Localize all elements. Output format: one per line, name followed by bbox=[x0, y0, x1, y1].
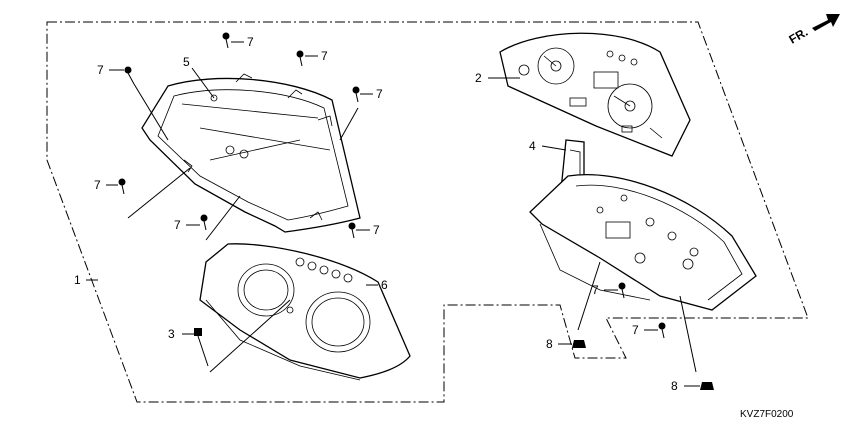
callout-7-b: 7 bbox=[247, 35, 254, 49]
callout-7-g: 7 bbox=[373, 223, 380, 237]
callout-4: 4 bbox=[529, 139, 536, 153]
grommet-pin-icon bbox=[194, 328, 209, 367]
callout-8-b: 8 bbox=[671, 379, 678, 393]
callout-7-e: 7 bbox=[94, 178, 101, 192]
front-direction-arrow-icon bbox=[812, 14, 840, 31]
callout-7-h: 7 bbox=[592, 283, 599, 297]
screw-icon-7i bbox=[658, 322, 666, 339]
screw-icon-7b bbox=[222, 32, 230, 49]
bolt-icon-8b bbox=[700, 382, 714, 390]
diagram-code: KVZ7F0200 bbox=[740, 409, 794, 420]
callout-7-a: 7 bbox=[97, 63, 104, 77]
callout-7-c: 7 bbox=[321, 49, 328, 63]
front-direction-label: FR. bbox=[787, 25, 811, 47]
meter-case-bezel bbox=[199, 243, 411, 381]
meter-lower-housing bbox=[529, 174, 757, 311]
screw-icon-7h bbox=[618, 282, 626, 299]
instrument-gauge-panel bbox=[499, 32, 691, 157]
meter-lens-cover bbox=[141, 73, 361, 233]
callout-2: 2 bbox=[475, 71, 482, 85]
callout-1: 1 bbox=[74, 273, 81, 287]
front-direction-indicator: FR. bbox=[787, 14, 840, 47]
callout-5: 5 bbox=[183, 55, 190, 69]
screw-icon-7d bbox=[352, 86, 360, 103]
assembly-boundary bbox=[46, 21, 809, 403]
bolt-icon-8a bbox=[572, 340, 586, 348]
callout-7-f: 7 bbox=[174, 218, 181, 232]
callout-7-i: 7 bbox=[632, 323, 639, 337]
callout-7-d: 7 bbox=[376, 87, 383, 101]
callout-6: 6 bbox=[381, 278, 388, 292]
screw-icon-7c bbox=[296, 50, 304, 67]
callout-3: 3 bbox=[168, 327, 175, 341]
leader-lines bbox=[86, 41, 700, 387]
screw-icon-7e bbox=[118, 178, 126, 195]
callout-8-a: 8 bbox=[546, 337, 553, 351]
screw-icon-7g bbox=[348, 222, 356, 239]
screw-icon-7f bbox=[200, 214, 208, 231]
screw-icon-7a bbox=[124, 66, 135, 85]
